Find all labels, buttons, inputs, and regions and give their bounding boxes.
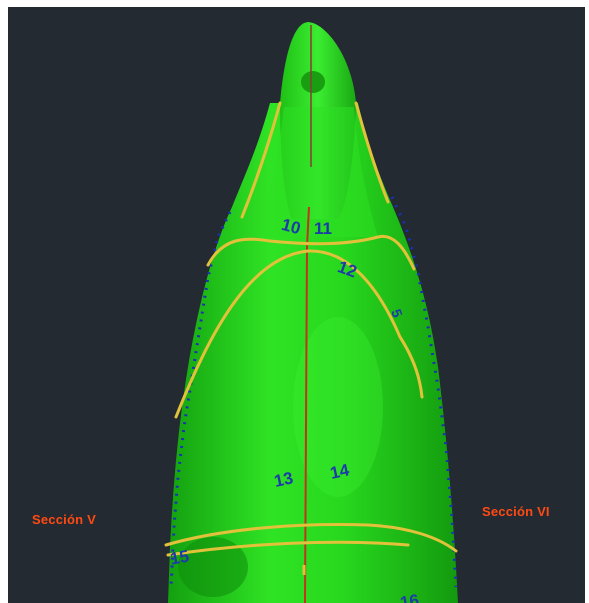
tip-neck [258, 107, 378, 237]
tip-hole [301, 71, 325, 93]
model-canvas: 10 11 12 13 14 15 16 5 [164, 22, 458, 603]
point-label-14: 14 [328, 460, 351, 483]
section-label-vi: Sección VI [482, 504, 550, 519]
right-edge-points [390, 196, 458, 588]
curve-tip-right [354, 101, 390, 204]
shade-center [293, 317, 383, 497]
curve-collar [206, 234, 416, 271]
curve-tip-left [240, 101, 282, 219]
model-body [168, 103, 458, 603]
center-axis-mid [306, 206, 310, 248]
point-label-15: 15 [169, 547, 191, 569]
point-label-16: 16 [399, 591, 421, 603]
left-edge-points [169, 211, 232, 588]
point-label-11: 11 [314, 219, 332, 238]
curve-lower-band-2 [166, 540, 410, 557]
point-label-13: 13 [272, 468, 294, 491]
section-label-v: Sección V [32, 512, 96, 527]
curve-upper-arc [174, 249, 424, 419]
point-label-10: 10 [279, 215, 302, 238]
curve-lower-band [164, 523, 458, 553]
cad-3d-viewport[interactable]: 10 11 12 13 14 15 16 5 Sección V Sección… [8, 7, 585, 603]
